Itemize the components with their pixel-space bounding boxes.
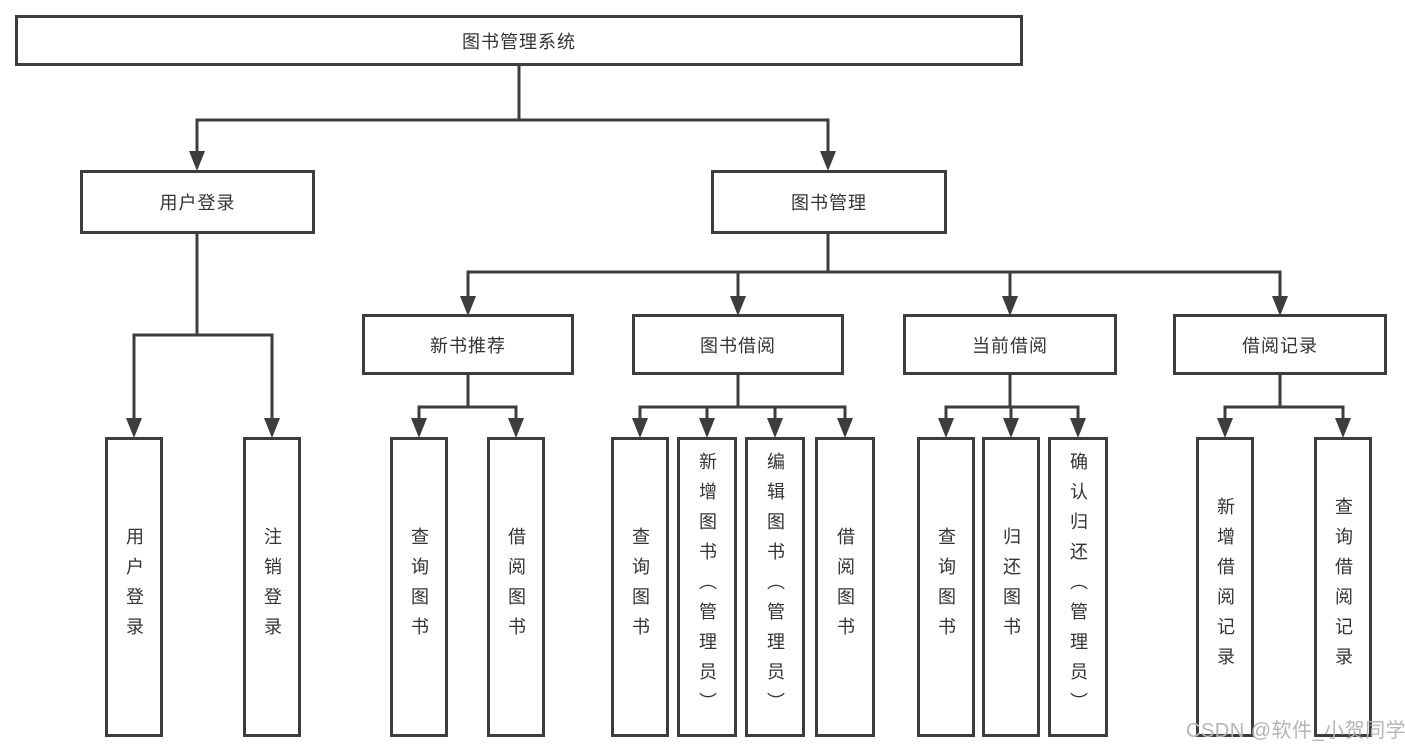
leaf-query-books-borrowing-label: 查询图书: [630, 527, 650, 647]
leaf-logout-label: 注销登录: [262, 527, 282, 647]
leaf-borrow-books-borrowing-label: 借阅图书: [835, 527, 855, 647]
leaf-query-books-borrowing: 查询图书: [611, 437, 669, 737]
csdn-watermark: CSDN @软件_小贺同学: [1186, 720, 1405, 742]
connector-borrowing-records-to-leaves: [1217, 375, 1351, 438]
connector-user-login-to-leaves: [126, 234, 280, 438]
leaf-return-books: 归还图书: [982, 437, 1040, 737]
leaf-edit-books-admin: 编辑图书（管理员）: [745, 437, 805, 737]
node-new-book-recommendation-label: 新书推荐: [430, 335, 506, 356]
leaf-borrow-books-borrowing: 借阅图书: [815, 437, 875, 737]
leaf-query-books-current: 查询图书: [917, 437, 975, 737]
leaf-borrow-books-recommend: 借阅图书: [487, 437, 545, 737]
connector-root-to-level2: [189, 66, 836, 171]
leaf-add-books-admin-label: 新增图书（管理员）: [697, 452, 717, 722]
leaf-add-borrowing-record: 新增借阅记录: [1196, 437, 1254, 737]
leaf-add-borrowing-record-label: 新增借阅记录: [1215, 497, 1235, 677]
node-book-management-label: 图书管理: [791, 193, 867, 213]
leaf-edit-books-admin-label: 编辑图书（管理员）: [765, 452, 785, 722]
node-book-borrowing-label: 图书借阅: [700, 335, 776, 356]
connector-book-management-to-level3: [460, 234, 1288, 316]
leaf-borrow-books-recommend-label: 借阅图书: [506, 527, 526, 647]
node-root-system: 图书管理系统: [15, 15, 1023, 66]
leaf-logout: 注销登录: [243, 437, 301, 737]
connector-new-book-to-leaves: [411, 375, 524, 438]
leaf-user-login: 用户登录: [105, 437, 163, 737]
leaf-return-books-label: 归还图书: [1001, 527, 1021, 647]
leaf-confirm-return-admin-label: 确认归还（管理员）: [1068, 452, 1088, 722]
node-root-system-label: 图书管理系统: [462, 31, 576, 52]
node-borrowing-records-label: 借阅记录: [1242, 335, 1318, 356]
leaf-query-books-current-label: 查询图书: [936, 527, 956, 647]
leaf-confirm-return-admin: 确认归还（管理员）: [1048, 437, 1108, 737]
node-user-login: 用户登录: [80, 170, 315, 234]
node-current-borrowing: 当前借阅: [903, 314, 1117, 375]
leaf-add-books-admin: 新增图书（管理员）: [677, 437, 737, 737]
leaf-query-borrowing-record-label: 查询借阅记录: [1333, 497, 1353, 677]
node-book-borrowing: 图书借阅: [632, 314, 844, 375]
leaf-user-login-label: 用户登录: [124, 527, 144, 647]
connector-book-borrowing-to-leaves: [632, 375, 853, 438]
connector-current-borrowing-to-leaves: [938, 375, 1086, 438]
node-borrowing-records: 借阅记录: [1173, 314, 1387, 375]
node-new-book-recommendation: 新书推荐: [362, 314, 574, 375]
node-current-borrowing-label: 当前借阅: [972, 335, 1048, 356]
leaf-query-books-recommend: 查询图书: [390, 437, 448, 737]
leaf-query-books-recommend-label: 查询图书: [409, 527, 429, 647]
leaf-query-borrowing-record: 查询借阅记录: [1314, 437, 1372, 737]
node-book-management: 图书管理: [711, 170, 947, 234]
node-user-login-label: 用户登录: [159, 193, 236, 213]
